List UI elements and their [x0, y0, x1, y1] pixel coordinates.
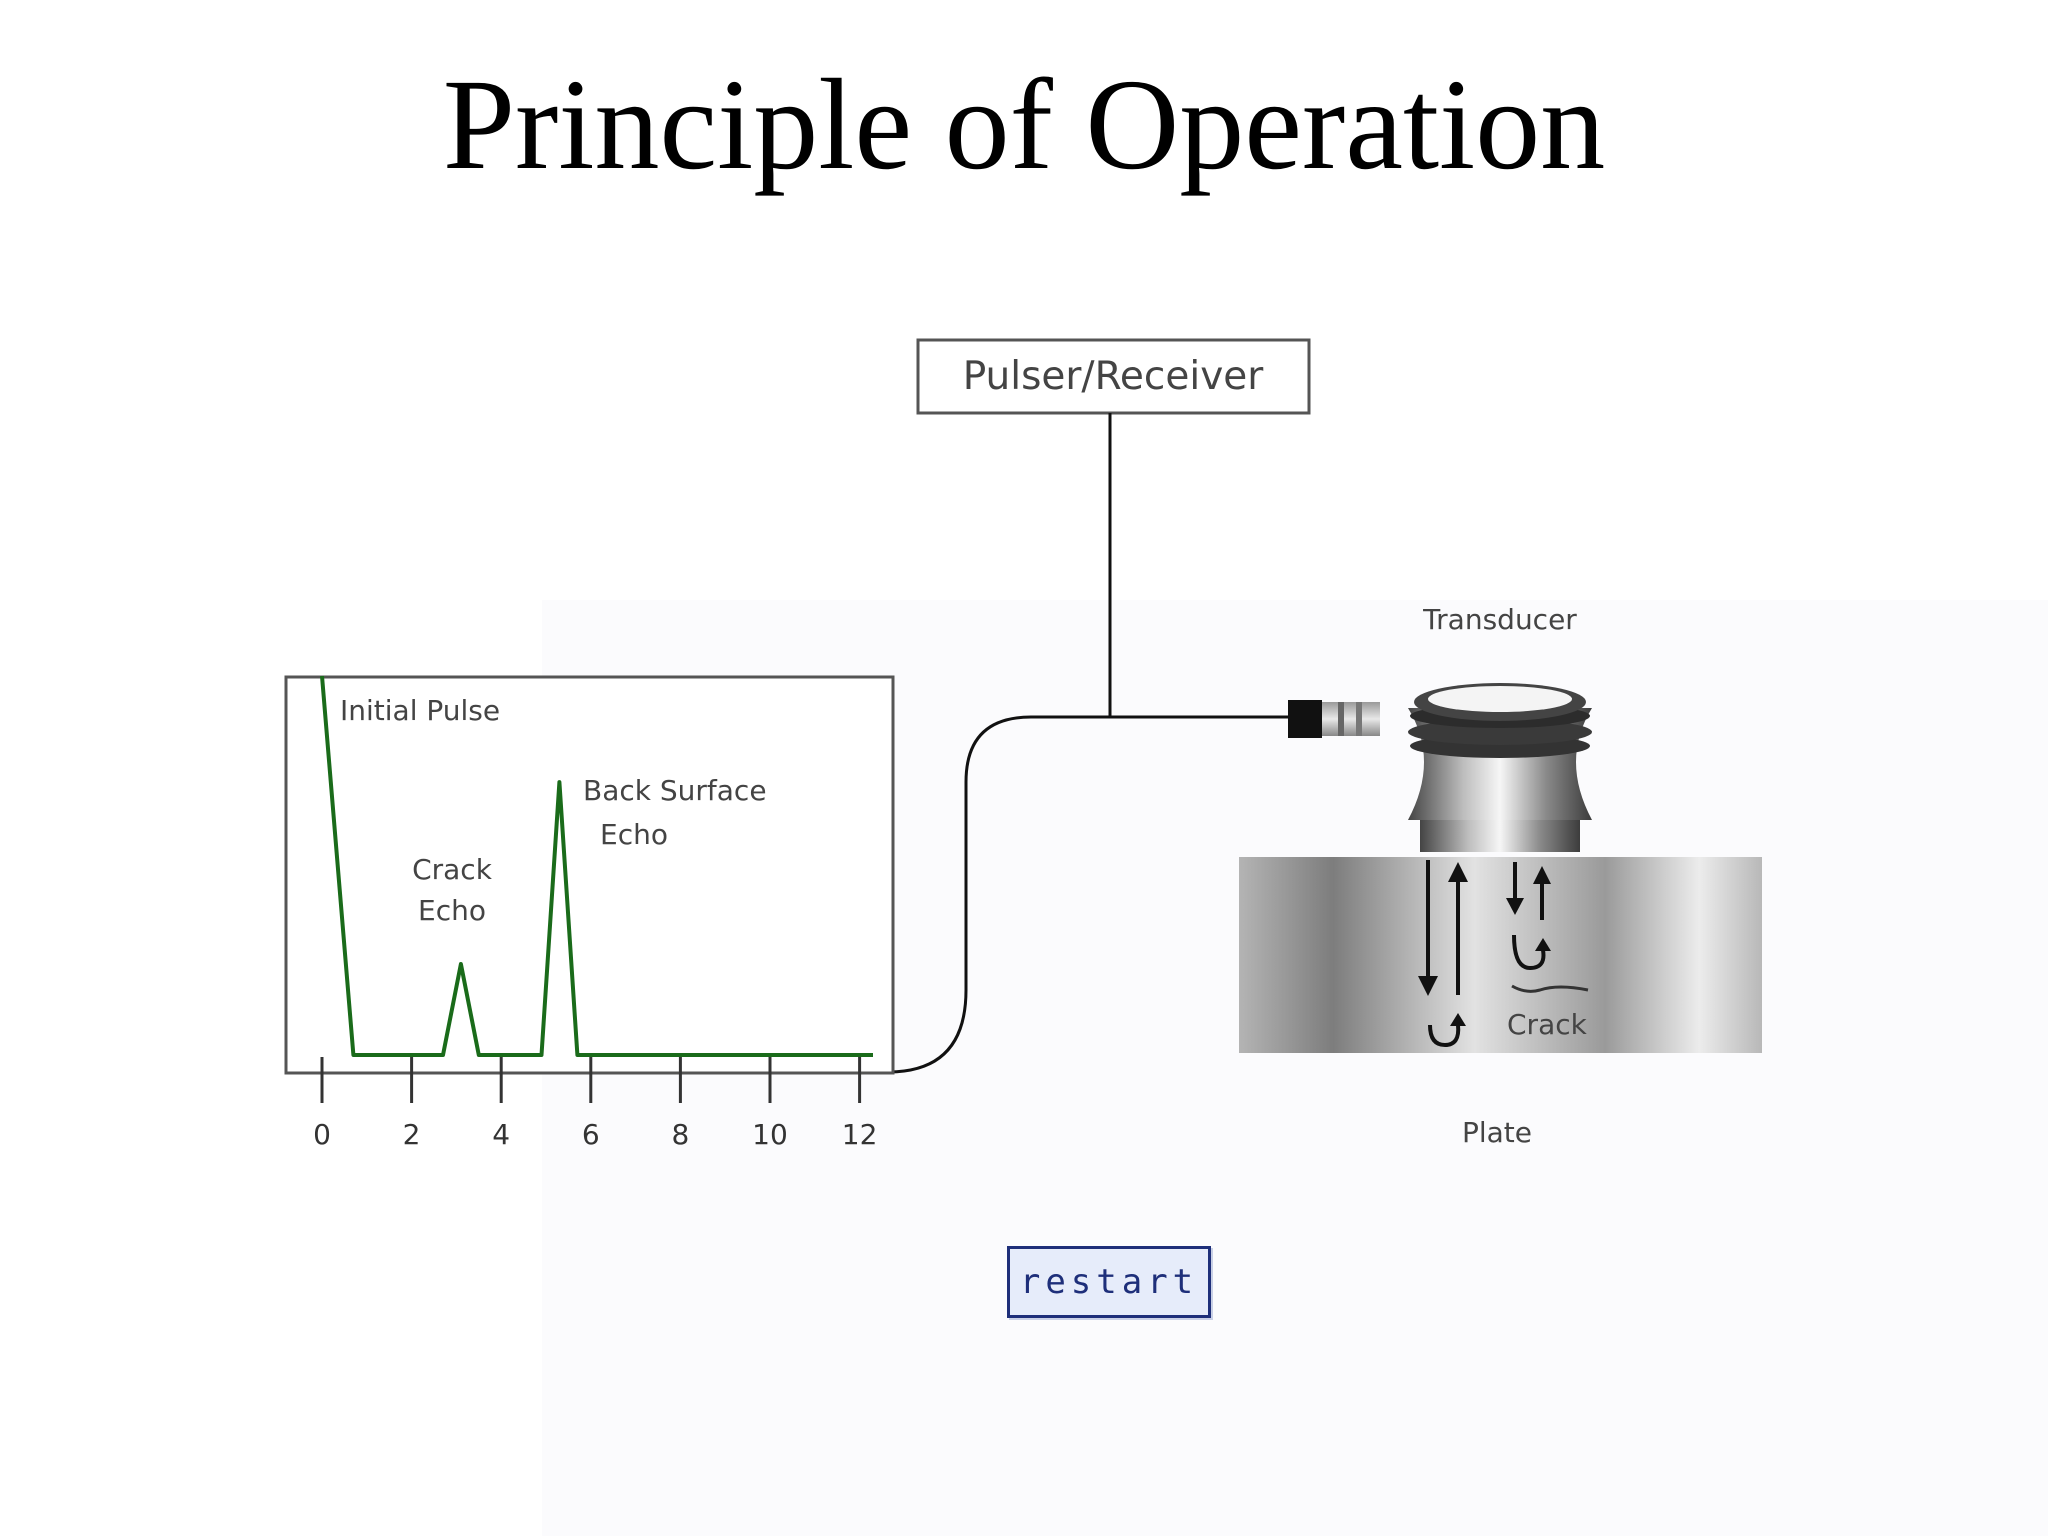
signal-trace — [320, 675, 873, 1057]
pulser-receiver-box — [916, 338, 1311, 415]
axis-tick-label: 8 — [671, 1118, 689, 1151]
axis-tick-label: 4 — [492, 1118, 510, 1151]
crack-echo-label-line2: Echo — [418, 894, 486, 927]
initial-pulse-label: Initial Pulse — [340, 694, 500, 727]
crack-echo-label-line1: Crack — [412, 853, 493, 886]
axis-tick-label: 2 — [403, 1118, 421, 1151]
back-surface-label-line2: Echo — [600, 818, 668, 851]
crack-label: Crack — [1507, 1008, 1588, 1041]
axis-tick-label: 12 — [842, 1118, 878, 1151]
transducer-label: Transducer — [1422, 603, 1577, 636]
sound-path-arrows — [1418, 860, 1551, 1048]
scope-display — [284, 675, 895, 1075]
restart-button[interactable]: restart — [1007, 1246, 1211, 1318]
crack-line — [1511, 984, 1589, 993]
slide-title: Principle of Operation — [442, 53, 1606, 197]
plate-label: Plate — [1462, 1116, 1532, 1149]
transducer-icon — [1288, 683, 1592, 852]
axis-tick-label: 6 — [582, 1118, 600, 1151]
back-surface-label-line1: Back Surface — [583, 774, 767, 807]
axis-tick-label: 0 — [313, 1118, 331, 1151]
plate — [1239, 857, 1762, 1053]
time-axis: 0 2 4 6 8 10 12 — [313, 1057, 877, 1151]
cable — [887, 413, 1112, 1074]
axis-tick-label: 10 — [752, 1118, 788, 1151]
pulser-receiver-label: Pulser/Receiver — [963, 354, 1265, 399]
